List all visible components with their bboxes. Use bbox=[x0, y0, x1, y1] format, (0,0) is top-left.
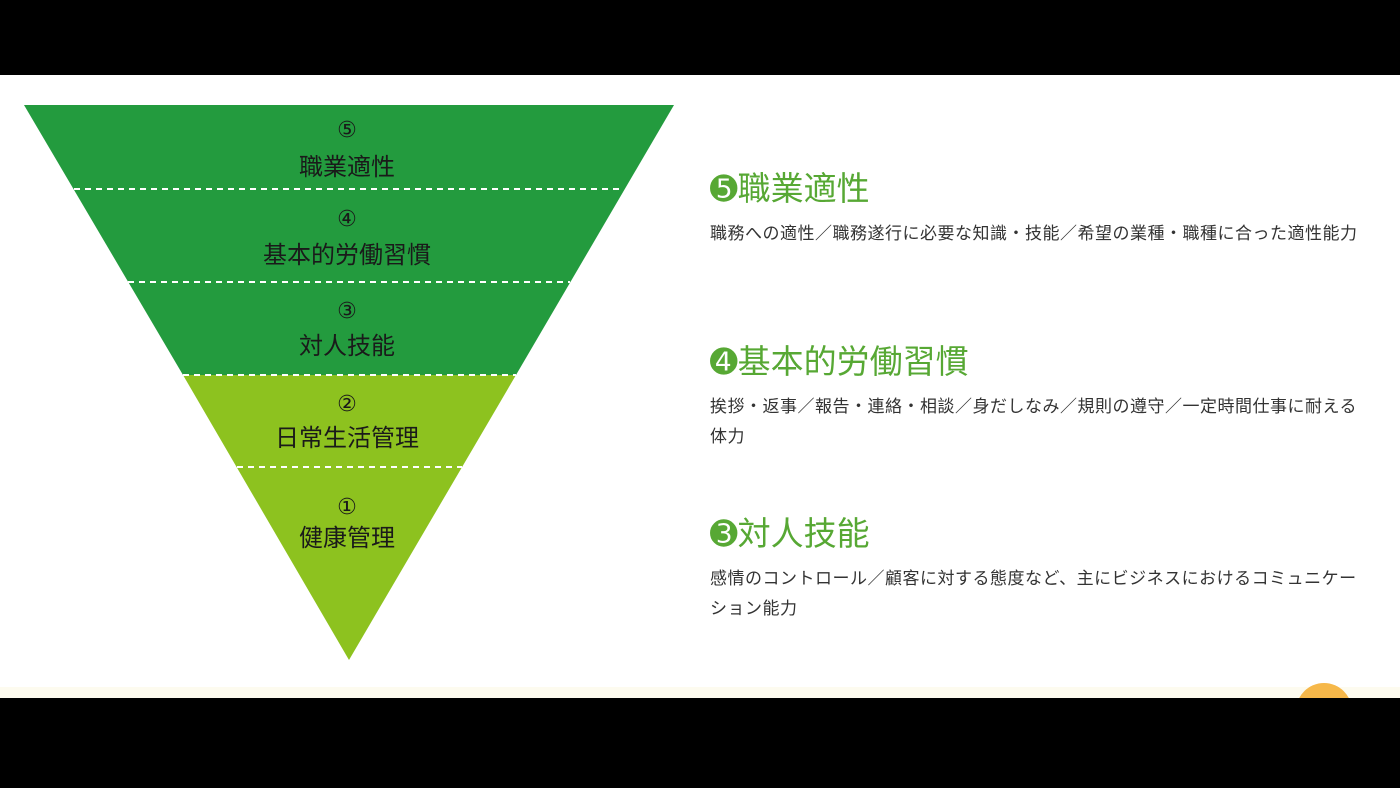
layer-2-label: 日常生活管理 bbox=[275, 424, 419, 452]
description-title: ➎職業適性 bbox=[710, 169, 870, 208]
description-text: 感情のコントロール／顧客に対する態度など、主にビジネスにおけるコミュニケーション… bbox=[710, 569, 1357, 619]
layer-5-number: ⑤ bbox=[337, 118, 357, 143]
description-text: 職務への適性／職務遂行に必要な知識・技能／希望の業種・職種に合った適性能力 bbox=[710, 224, 1358, 244]
layer-4-number: ④ bbox=[337, 207, 357, 232]
layer-3-number: ③ bbox=[337, 299, 357, 324]
layer-3-label: 対人技能 bbox=[299, 332, 395, 360]
scroll-to-top-button[interactable] bbox=[1296, 683, 1352, 698]
description-title: ➍基本的労働習慣 bbox=[710, 342, 969, 381]
layer-2-number: ② bbox=[337, 392, 357, 417]
pyramid-light-section bbox=[183, 375, 516, 660]
pyramid-dark-section bbox=[24, 105, 674, 375]
layer-1-label: 健康管理 bbox=[299, 524, 395, 552]
description-layer-4: ➍基本的労働習慣 挨拶・返事／報告・連絡・相談／身だしなみ／規則の遵守／一定時間… bbox=[710, 340, 1365, 452]
layer-4-label: 基本的労働習慣 bbox=[263, 241, 431, 269]
slide: ⑤ 職業適性 ④ 基本的労働習慣 ③ 対人技能 ② 日常生活管理 ① 健康管理 … bbox=[0, 75, 1400, 698]
layer-1-number: ① bbox=[337, 495, 357, 520]
footer-strip bbox=[0, 687, 1400, 698]
description-layer-5: ➎職業適性 職務への適性／職務遂行に必要な知識・技能／希望の業種・職種に合った適… bbox=[710, 167, 1365, 249]
layer-5-label: 職業適性 bbox=[299, 153, 395, 181]
description-text: 挨拶・返事／報告・連絡・相談／身だしなみ／規則の遵守／一定時間仕事に耐える体力 bbox=[710, 397, 1357, 447]
skills-pyramid-diagram: ⑤ 職業適性 ④ 基本的労働習慣 ③ 対人技能 ② 日常生活管理 ① 健康管理 bbox=[24, 105, 674, 660]
description-layer-3: ➌対人技能 感情のコントロール／顧客に対する態度など、主にビジネスにおけるコミュ… bbox=[710, 512, 1365, 624]
description-title: ➌対人技能 bbox=[710, 514, 870, 553]
